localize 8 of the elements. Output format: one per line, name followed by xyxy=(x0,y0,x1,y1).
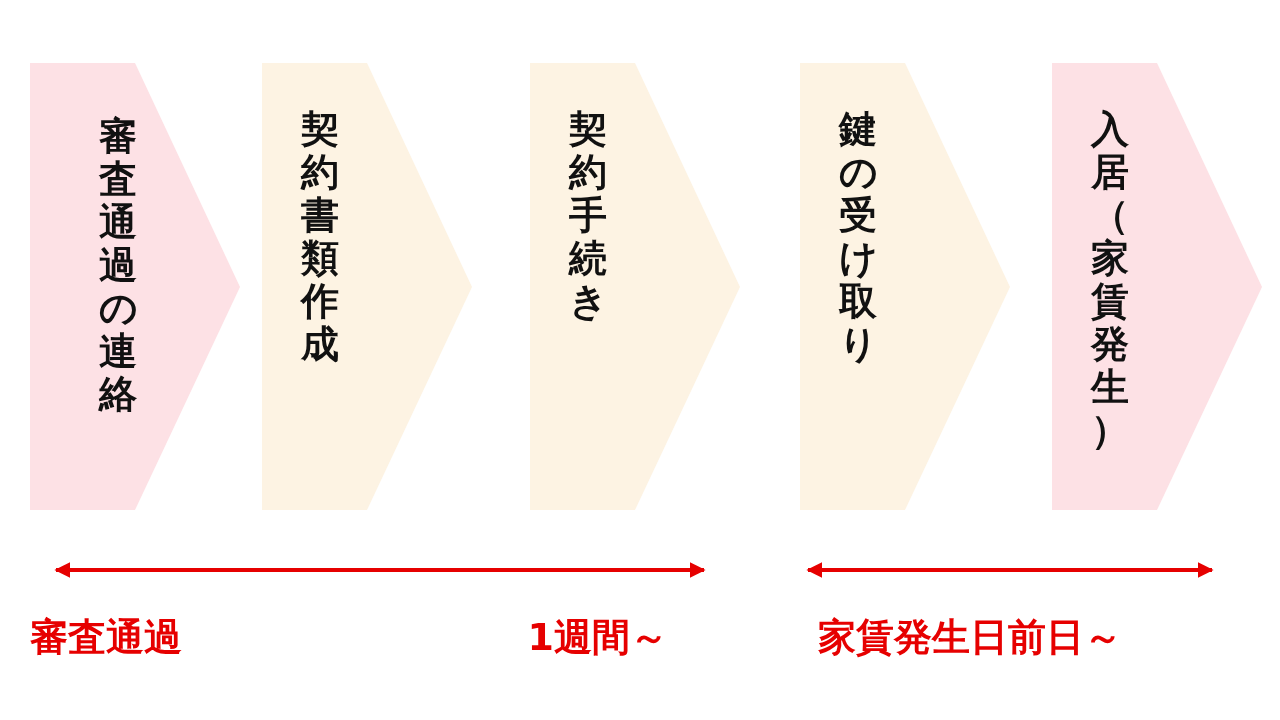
step-label: 審査通過の連絡 xyxy=(98,115,138,416)
period-label: 家賃発生日前日～ xyxy=(818,614,1122,661)
step-label: 鍵の受け取り xyxy=(838,108,878,366)
period-label: 審査通過 xyxy=(30,614,182,661)
step-label: 契約書類作成 xyxy=(300,108,340,366)
step-label: 入居（家賃発生） xyxy=(1090,108,1130,452)
step-label: 契約手続き xyxy=(568,108,608,323)
period-label: 1週間～ xyxy=(527,614,668,661)
